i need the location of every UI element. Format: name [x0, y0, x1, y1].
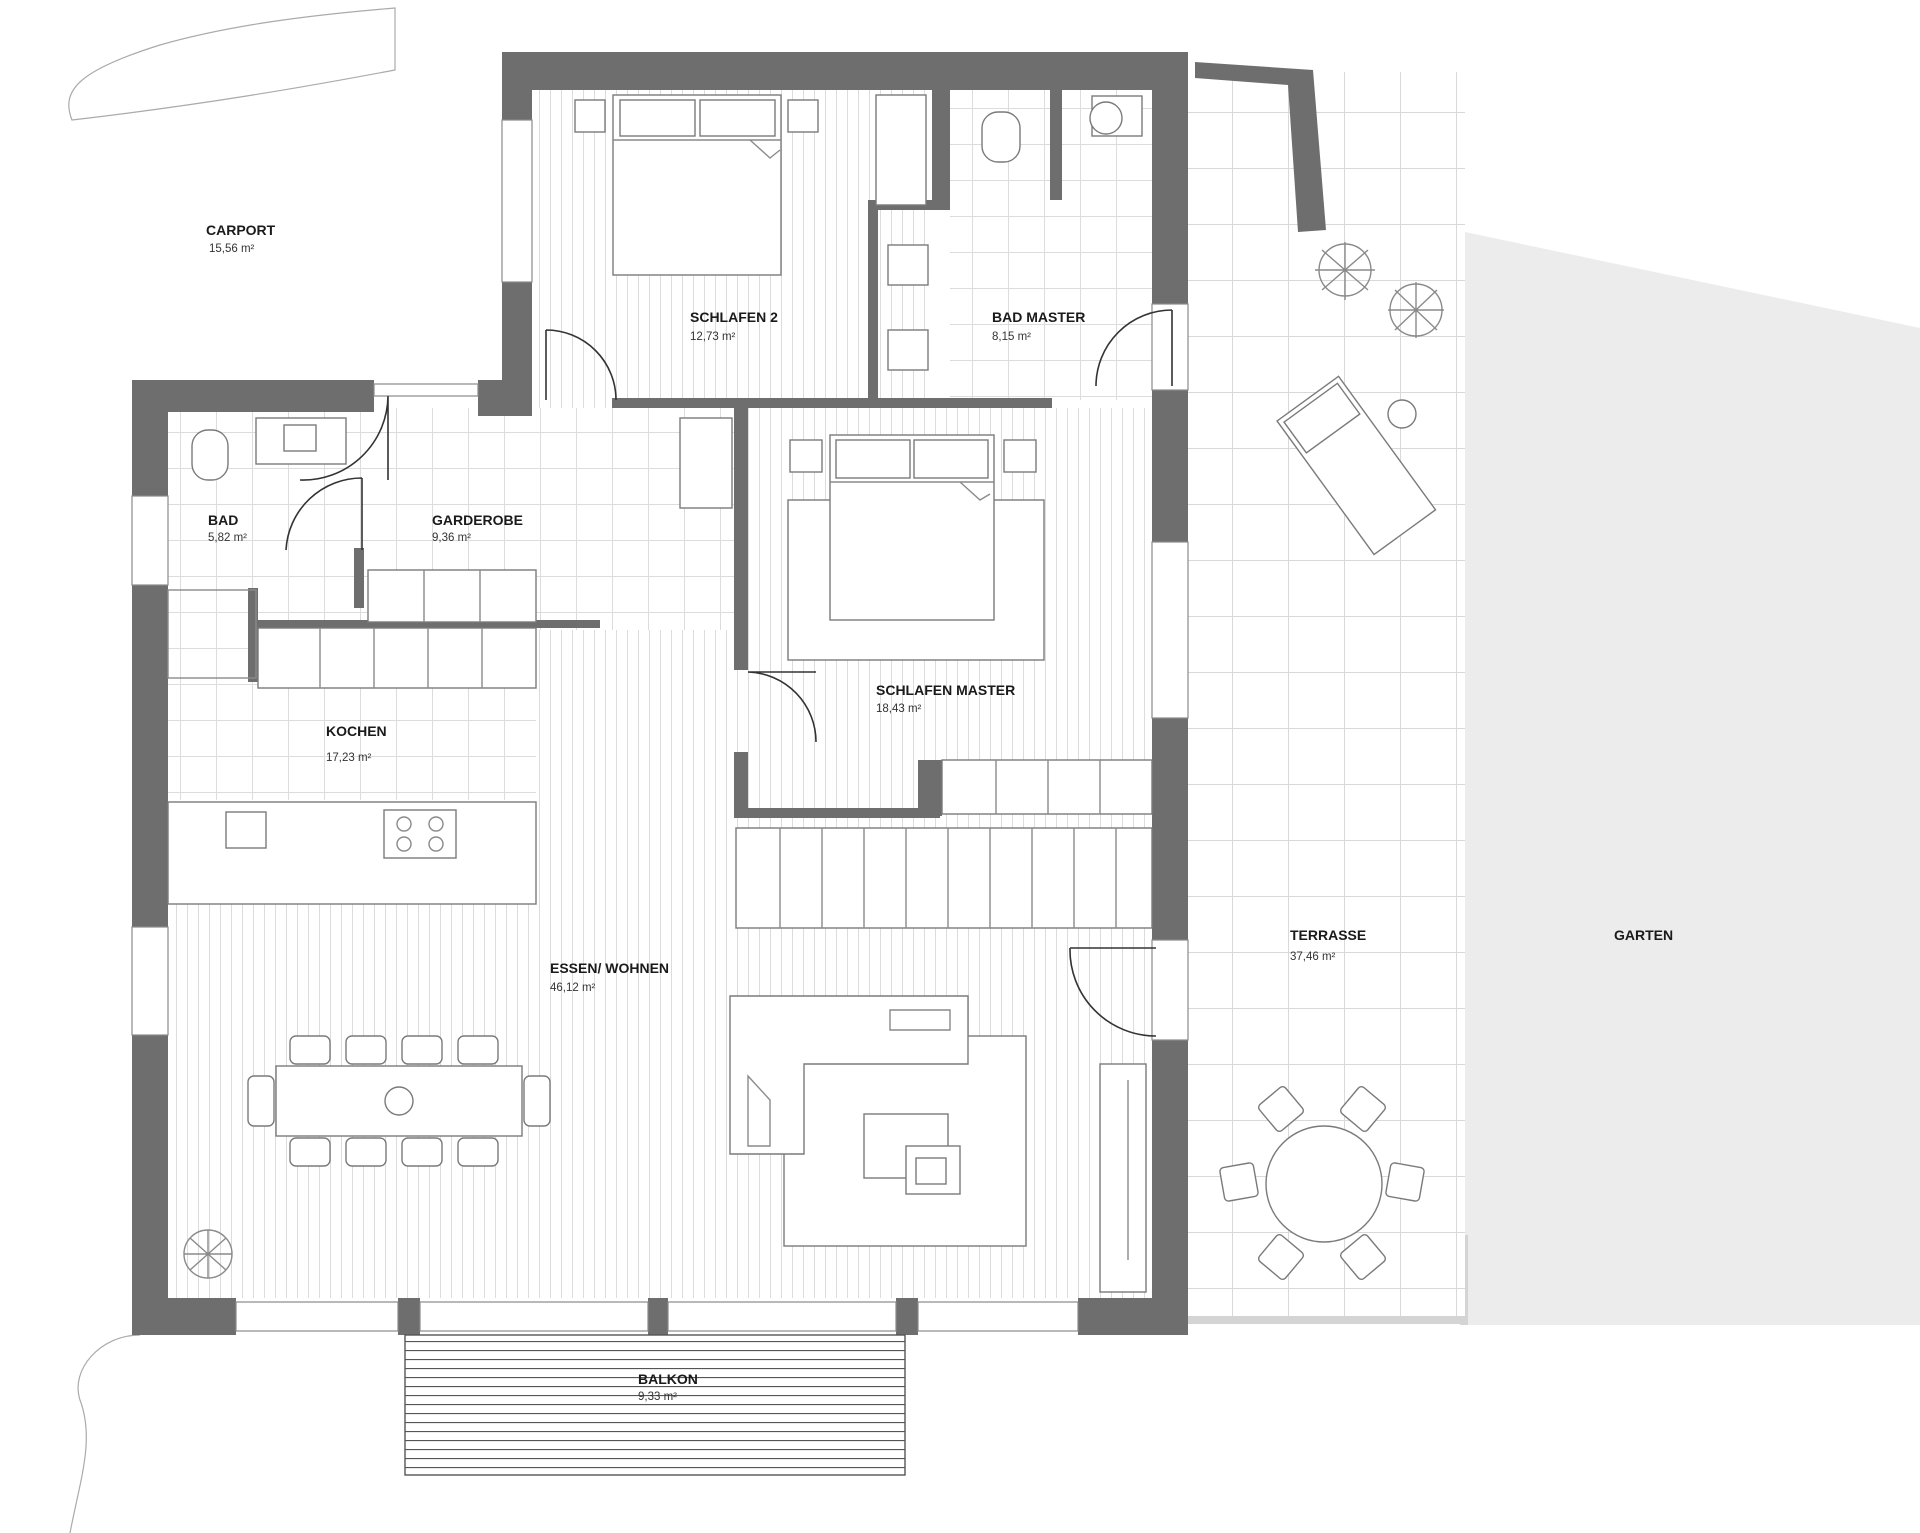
label-garten-name: GARTEN [1614, 927, 1673, 943]
label-terrasse-area: 37,46 m² [1290, 951, 1336, 963]
label-bad-name: BAD [208, 512, 238, 528]
bad-fixtures [167, 417, 347, 679]
garderobe-cabinets [367, 417, 733, 623]
label-schlafen2-area: 12,73 m² [690, 331, 736, 343]
garden-area [1460, 232, 1920, 1325]
living-furniture [729, 995, 1147, 1293]
label-kochen-area: 17,23 m² [326, 752, 372, 764]
doors [285, 309, 1173, 1037]
room-labels: CARPORT 15,56 m² SCHLAFEN 2 12,73 m² BAD… [206, 222, 1673, 1403]
stairs [735, 827, 1153, 929]
label-badmaster-area: 8,15 m² [992, 331, 1031, 343]
kitchen-furniture [167, 627, 537, 905]
terrace-furniture [1219, 242, 1444, 1281]
label-balkon-area: 9,33 m² [638, 1391, 677, 1403]
dining-furniture [183, 1035, 551, 1279]
label-terrasse-name: TERRASSE [1290, 927, 1366, 943]
windows [131, 119, 1189, 1332]
site-outline-curve [69, 1334, 141, 1533]
carport-outline [68, 7, 396, 121]
balcony-deck [404, 1334, 906, 1476]
label-badmaster-name: BAD MASTER [992, 309, 1085, 325]
label-bad-area: 5,82 m² [208, 532, 247, 544]
label-carport-name: CARPORT [206, 222, 276, 238]
bad-master-fixtures [887, 95, 1143, 371]
label-balkon-name: BALKON [638, 1371, 698, 1387]
master-bedroom-furniture [787, 434, 1153, 815]
label-garderobe-name: GARDEROBE [432, 512, 523, 528]
label-schlafenmaster-area: 18,43 m² [876, 703, 922, 715]
label-carport-area: 15,56 m² [209, 243, 255, 255]
label-schlafenmaster-name: SCHLAFEN MASTER [876, 682, 1015, 698]
label-garderobe-area: 9,36 m² [432, 532, 471, 544]
label-kochen-name: KOCHEN [326, 723, 387, 739]
walls [132, 52, 1188, 1335]
bedroom-2-furniture [574, 94, 927, 276]
label-schlafen2-name: SCHLAFEN 2 [690, 309, 778, 325]
label-essenwohnen-area: 46,12 m² [550, 982, 596, 994]
label-essenwohnen-name: ESSEN/ WOHNEN [550, 960, 669, 976]
terrace-floor [1188, 62, 1465, 1324]
